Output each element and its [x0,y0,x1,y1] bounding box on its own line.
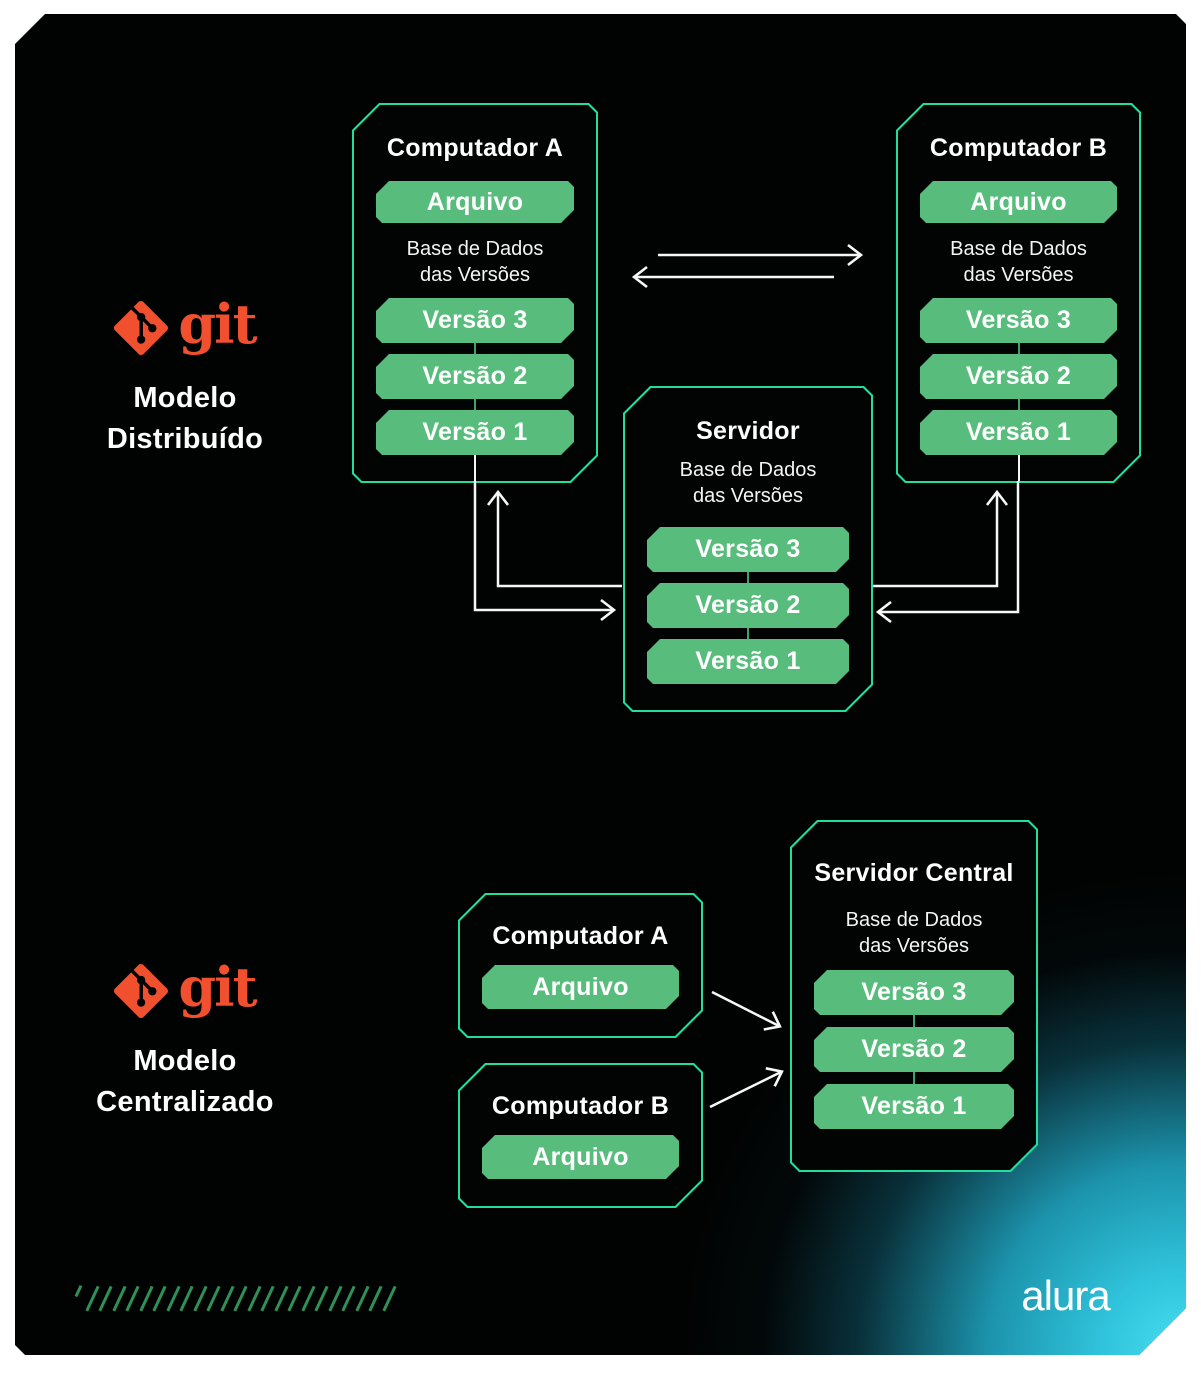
hatch-mark [355,1286,369,1312]
arquivo-pill: Arquivo [376,181,574,223]
hatch-mark [314,1286,328,1312]
versao-1-pill: Versão 1 [376,410,574,455]
git-brand-distributed: git Modelo Distribuído [55,300,315,460]
hatch-mark [341,1286,355,1312]
node-title: Computador A [386,134,564,162]
hatch-mark [260,1286,274,1312]
versao-2-pill: Versão 2 [814,1027,1014,1072]
node-servidor-central: Servidor Central Base de Dados das Versõ… [790,820,1038,1172]
versao-3-pill: Versão 3 [647,527,849,572]
node-title: Servidor [696,417,800,445]
versao-3-pill: Versão 3 [814,970,1014,1015]
git-wordmark: git [178,292,256,356]
versao-1-pill: Versão 1 [814,1084,1014,1129]
arquivo-pill: Arquivo [920,181,1117,223]
version-connector [747,572,749,583]
node-servidor: Servidor Base de Dados das Versões Versã… [623,386,873,712]
git-brand-centralized: git Modelo Centralizado [55,963,315,1123]
version-connector [474,343,476,354]
hatch-mark [206,1286,220,1312]
hatch-marks [77,1285,390,1313]
version-connector [747,628,749,639]
versao-1-pill: Versão 1 [920,410,1117,455]
node-title: Computador A [492,922,669,950]
model-label-centralized: Modelo Centralizado [96,1045,274,1118]
node-computador-b-centralized: Computador B Arquivo [458,1063,703,1208]
git-logo-row: git [114,300,255,356]
hatch-mark [125,1286,139,1312]
versao-2-pill: Versão 2 [376,354,574,399]
versao-3-pill: Versão 3 [920,298,1117,343]
hatch-mark [368,1286,382,1312]
version-connector [913,1015,915,1027]
versao-3-pill: Versão 3 [376,298,574,343]
version-connector [1018,399,1020,410]
hatch-mark [98,1286,112,1312]
version-connector [913,1072,915,1084]
node-computador-b-distributed: Computador B Arquivo Base de Dados das V… [896,103,1141,483]
arquivo-pill: Arquivo [482,965,679,1009]
hatch-mark [247,1286,261,1312]
hatch-mark [328,1286,342,1312]
hatch-mark [112,1286,126,1312]
hatch-mark [220,1286,234,1312]
hatch-mark [301,1286,315,1312]
versao-2-pill: Versão 2 [647,583,849,628]
hatch-mark [179,1286,193,1312]
hatch-mark [152,1286,166,1312]
node-title: Servidor Central [814,859,1014,887]
db-label: Base de Dados das Versões [950,238,1087,286]
version-connector-tail [474,455,476,481]
node-computador-a-distributed: Computador A Arquivo Base de Dados das V… [352,103,598,483]
hatch-mark [85,1286,99,1312]
version-connector [474,399,476,410]
db-label: Base de Dados das Versões [679,459,817,507]
versao-2-pill: Versão 2 [920,354,1117,399]
hatch-mark [193,1286,207,1312]
versao-1-pill: Versão 1 [647,639,849,684]
git-icon [114,964,168,1018]
model-label-distributed: Modelo Distribuído [106,382,264,455]
git-logo-row: git [114,963,255,1019]
version-connector [1018,343,1020,354]
node-title: Computador B [929,134,1108,162]
db-label: Base de Dados das Versões [406,238,544,286]
node-computador-a-centralized: Computador A Arquivo [458,893,703,1038]
node-title: Computador B [491,1092,670,1120]
git-icon [114,301,168,355]
alura-logo: alura [1021,1272,1110,1319]
hatch-mark [166,1286,180,1312]
git-wordmark: git [178,955,256,1019]
hatch-mark [287,1286,301,1312]
db-label: Base de Dados das Versões [845,909,983,957]
infographic-canvas: git Modelo Distribuído git Modelo Centra… [15,14,1186,1355]
hatch-mark [274,1286,288,1312]
version-connector-tail [1018,455,1020,481]
hatch-mark [139,1286,153,1312]
arquivo-pill: Arquivo [482,1135,679,1179]
hatch-mark [233,1286,247,1312]
